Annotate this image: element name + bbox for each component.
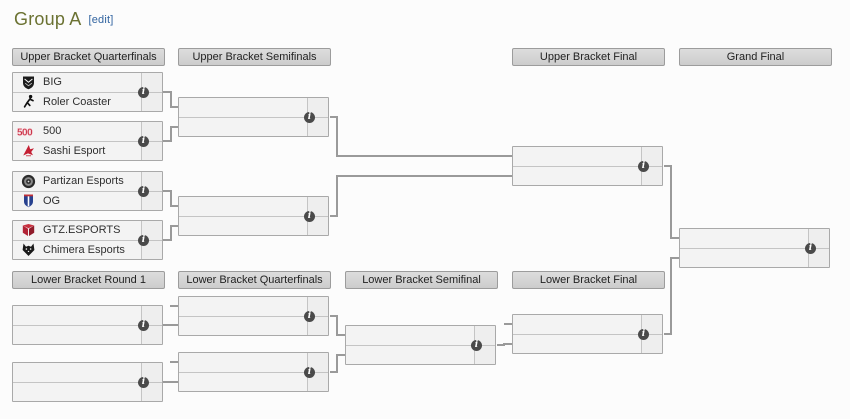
big-crest-icon [13, 75, 43, 90]
info-icon[interactable]: i [138, 377, 149, 388]
match-ub-qf-3: Partizan Esports OG i [12, 171, 163, 211]
team-score [307, 98, 328, 117]
team-row-empty [179, 297, 328, 316]
team-name[interactable]: Partizan Esports [43, 175, 124, 188]
info-icon[interactable]: i [138, 235, 149, 246]
info-icon[interactable]: i [471, 340, 482, 351]
team-score [141, 363, 162, 382]
chimera-wolf-icon [13, 242, 43, 257]
team-score [141, 172, 162, 191]
match-lb-r1-2: i [12, 362, 163, 402]
team-score [307, 297, 328, 316]
team-score [641, 315, 662, 334]
info-icon[interactable]: i [304, 367, 315, 378]
team-row-empty [513, 315, 662, 334]
gtz-logo-icon [13, 223, 43, 238]
page-title: Group A [edit] [14, 9, 114, 30]
team-name[interactable]: Sashi Esport [43, 144, 106, 157]
match-lb-qf-2: i [178, 352, 329, 392]
info-icon[interactable]: i [138, 186, 149, 197]
skater-icon [13, 94, 43, 109]
team-name[interactable]: Chimera Esports [43, 243, 125, 256]
partizan-emblem-icon [13, 174, 43, 189]
info-icon[interactable]: i [138, 136, 149, 147]
edit-link[interactable]: [edit] [88, 14, 114, 26]
round-header-lb-round1: Lower Bracket Round 1 [12, 271, 165, 289]
group-title: Group A [14, 9, 82, 29]
team-name[interactable]: BIG [43, 76, 62, 89]
match-lb-sf: i [345, 325, 496, 365]
team-name[interactable]: GTZ.ESPORTS [43, 224, 121, 237]
round-header-lb-quarterfinals: Lower Bracket Quarterfinals [178, 271, 331, 289]
info-icon[interactable]: i [638, 161, 649, 172]
svg-text:500: 500 [17, 127, 33, 138]
match-grand-final: i [679, 228, 830, 268]
team-score [141, 73, 162, 92]
match-lb-qf-1: i [178, 296, 329, 336]
match-lb-r1-1: i [12, 305, 163, 345]
round-header-ub-quarterfinals: Upper Bracket Quarterfinals [12, 48, 165, 66]
round-header-ub-final: Upper Bracket Final [512, 48, 665, 66]
team-row-empty [179, 353, 328, 372]
info-icon[interactable]: i [805, 243, 816, 254]
500-logo-icon: 500 [13, 125, 43, 138]
info-icon[interactable]: i [138, 87, 149, 98]
round-header-ub-semifinals: Upper Bracket Semifinals [178, 48, 331, 66]
team-score [641, 147, 662, 166]
team-score [808, 229, 829, 248]
match-ub-qf-1: BIG Roler Coaster i [12, 72, 163, 112]
team-name[interactable]: Roler Coaster [43, 95, 111, 108]
og-shield-icon [13, 193, 43, 208]
match-lb-final: i [512, 314, 663, 354]
team-score [141, 122, 162, 141]
round-header-grand-final: Grand Final [679, 48, 832, 66]
team-row-empty [179, 98, 328, 117]
match-ub-qf-2: 500 500 Sashi Esport i [12, 121, 163, 161]
round-header-lb-final: Lower Bracket Final [512, 271, 665, 289]
info-icon[interactable]: i [304, 311, 315, 322]
team-row: GTZ.ESPORTS [13, 221, 162, 240]
team-score [474, 326, 495, 345]
team-row-empty [13, 306, 162, 325]
round-header-lb-semifinal: Lower Bracket Semifinal [345, 271, 498, 289]
team-score [141, 306, 162, 325]
team-score [141, 221, 162, 240]
team-row-empty [513, 147, 662, 166]
match-ub-sf-2: i [178, 196, 329, 236]
team-row-empty [346, 326, 495, 345]
team-row-empty [179, 197, 328, 216]
team-row: 500 500 [13, 122, 162, 141]
info-icon[interactable]: i [304, 112, 315, 123]
team-row: Chimera Esports [13, 239, 162, 259]
team-row: BIG [13, 73, 162, 92]
info-icon[interactable]: i [638, 329, 649, 340]
match-ub-sf-1: i [178, 97, 329, 137]
info-icon[interactable]: i [304, 211, 315, 222]
team-row: Partizan Esports [13, 172, 162, 191]
team-row-empty [680, 229, 829, 248]
sashi-bird-icon [13, 143, 43, 158]
team-score [307, 197, 328, 216]
team-score [307, 353, 328, 372]
team-name[interactable]: 500 [43, 125, 62, 138]
team-name[interactable]: OG [43, 194, 61, 207]
match-ub-final: i [512, 146, 663, 186]
team-row-empty [13, 363, 162, 382]
match-ub-qf-4: GTZ.ESPORTS Chimera Esports i [12, 220, 163, 260]
info-icon[interactable]: i [138, 320, 149, 331]
